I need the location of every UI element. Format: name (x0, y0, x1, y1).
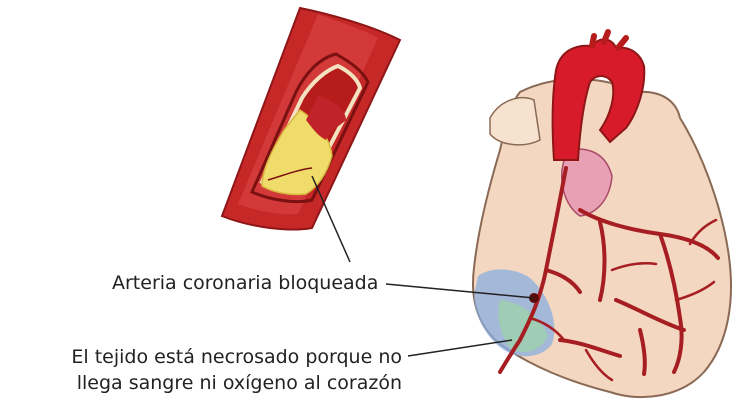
label-necrotic-tissue-line-2: llega sangre ni oxígeno al corazón (8, 370, 402, 396)
heart (473, 32, 731, 397)
label-blocked-artery: Arteria coronaria bloqueada (112, 270, 378, 296)
label-necrotic-tissue: El tejido está necrosado porque no llega… (8, 344, 402, 396)
tissue-pointer-line (408, 340, 512, 356)
blocked-artery-section (222, 8, 400, 262)
label-necrotic-tissue-line-1: El tejido está necrosado porque no (8, 344, 402, 370)
